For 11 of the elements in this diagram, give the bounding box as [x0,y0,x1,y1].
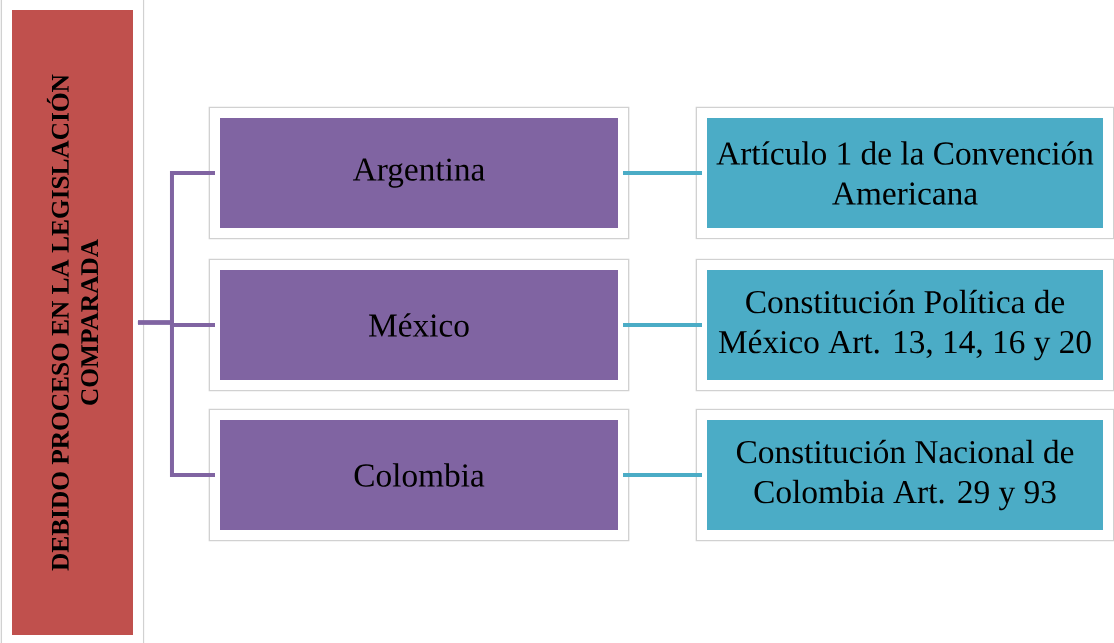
law-box: Constitución Nacional de Colombia Art. 29 y 93 [695,408,1114,542]
law-box: Constitución Política de México Art. 13, 14, 16 y 20 [695,258,1114,392]
country-box: México [208,258,630,392]
connector-line [137,320,215,477]
connector-line [623,171,702,175]
connector-line [623,473,702,477]
title-bar: DEBIDO PROCESO EN LA LEGISLACIÓN COMPARADA [0,0,145,643]
connector-line [623,323,702,327]
law-box: Artículo 1 de la Convención Americana [695,106,1114,240]
country-box: Argentina [208,106,630,240]
country-box: Colombia [208,408,630,542]
